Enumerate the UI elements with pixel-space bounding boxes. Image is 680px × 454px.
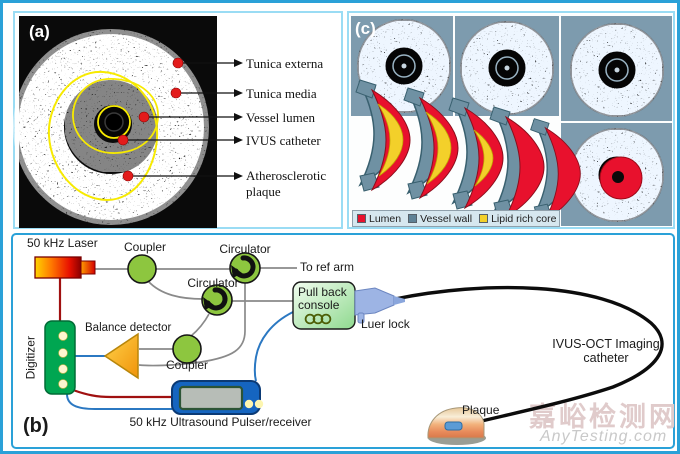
circulator-mid-label: Circulator — [187, 276, 239, 290]
legend-item-lumen: Lumen — [357, 213, 401, 225]
plaque-tissue — [427, 407, 486, 445]
ivus-image-2 — [460, 21, 554, 115]
lumen-highlight — [599, 156, 643, 200]
arrow-icon — [234, 113, 243, 121]
pulser-label: 50 kHz Ultrasound Pulser/receiver — [129, 415, 312, 429]
panel-c: (c) Lumen Vessel wall Lipid rich core — [347, 11, 675, 229]
coupler-top-label: Coupler — [123, 240, 167, 254]
console-label: Pull back console — [298, 285, 347, 313]
panel-a-tag: (a) — [29, 22, 50, 41]
balance-detector-label: Balance detector — [85, 322, 172, 334]
pulser-receiver-unit — [171, 380, 264, 415]
annotation-tunica-externa: Tunica externa — [246, 56, 324, 71]
catheter-hole — [104, 112, 124, 132]
annotation-overlay — [117, 57, 243, 182]
catheter-label: IVUS-OCT Imaging catheter — [552, 337, 660, 365]
coupler-bottom-icon — [172, 334, 202, 364]
legend-label-vessel-wall: Vessel wall — [420, 212, 473, 225]
watermark-en: AnyTesting.com — [540, 428, 668, 445]
legend-swatch-vessel-wall — [408, 214, 418, 223]
panel-b: 嘉峪检测网 AnyTesting.com — [11, 233, 676, 449]
optical-fiber-lines — [95, 267, 297, 367]
luer-lock-icon — [354, 287, 405, 324]
laser-unit — [34, 256, 96, 279]
imaging-tip-icon — [444, 421, 463, 431]
ivus-oct-comparison — [350, 14, 672, 226]
panel-c-tag: (c) — [355, 19, 376, 38]
legend-swatch-lumen — [357, 214, 366, 223]
catheter-curve — [394, 285, 664, 427]
digitizer-label: Digitizer — [23, 336, 38, 380]
annotation-lines — [128, 62, 234, 177]
laser-label: 50 kHz Laser — [27, 236, 98, 250]
ultrasound-speckle-ring — [18, 34, 204, 220]
to-ref-arm-label: To ref arm — [300, 260, 355, 274]
arrow-icon — [234, 172, 243, 180]
arrow-icon — [234, 59, 243, 67]
panel-b-tag: (b) — [23, 415, 49, 437]
balance-detector-icon — [103, 332, 139, 380]
legend-item-lipid-core: Lipid rich core — [479, 213, 556, 225]
ivus-image-a — [13, 16, 217, 228]
ivus-image-3 — [570, 23, 664, 117]
coupler-top-icon — [127, 254, 157, 284]
annotation-atherosclerotic-plaque: Atherosclerotic plaque — [246, 168, 327, 200]
legend-label-lumen: Lumen — [369, 212, 402, 225]
lumen-contour — [72, 78, 159, 154]
digitizer-unit — [44, 320, 76, 395]
electrical-lines — [58, 278, 172, 399]
ultrasound-outer-speckle — [13, 29, 209, 225]
arrow-icons — [234, 59, 243, 180]
plaque-label: Plaque — [462, 403, 500, 417]
panel-a: (a) Tunica externa Tunica media Vessel l… — [13, 11, 343, 229]
legend-item-vessel-wall: Vessel wall — [408, 213, 472, 225]
system-schematic — [34, 235, 664, 445]
legend: Lumen Vessel wall Lipid rich core — [352, 210, 560, 227]
annotation-tunica-media: Tunica media — [246, 86, 317, 101]
legend-label-lipid-core: Lipid rich core — [491, 212, 557, 225]
circulator-top-label: Circulator — [219, 242, 271, 256]
annotation-vessel-lumen: Vessel lumen — [246, 110, 315, 125]
arrow-icon — [234, 89, 243, 97]
plaque-contour-outer — [47, 70, 159, 202]
marker-dots — [117, 57, 184, 182]
coupler-bottom-label: Coupler — [165, 358, 209, 372]
arrow-icon — [234, 136, 243, 144]
watermark-cn: 嘉峪检测网 — [529, 402, 679, 432]
signal-lines — [66, 311, 294, 410]
ultrasound-inner-speckle — [64, 75, 162, 173]
luer-lock-label: Luer lock — [361, 317, 410, 331]
loop-icon — [304, 313, 332, 325]
annotation-ivus-catheter: IVUS catheter — [246, 133, 321, 148]
legend-swatch-lipid-core — [479, 214, 489, 223]
